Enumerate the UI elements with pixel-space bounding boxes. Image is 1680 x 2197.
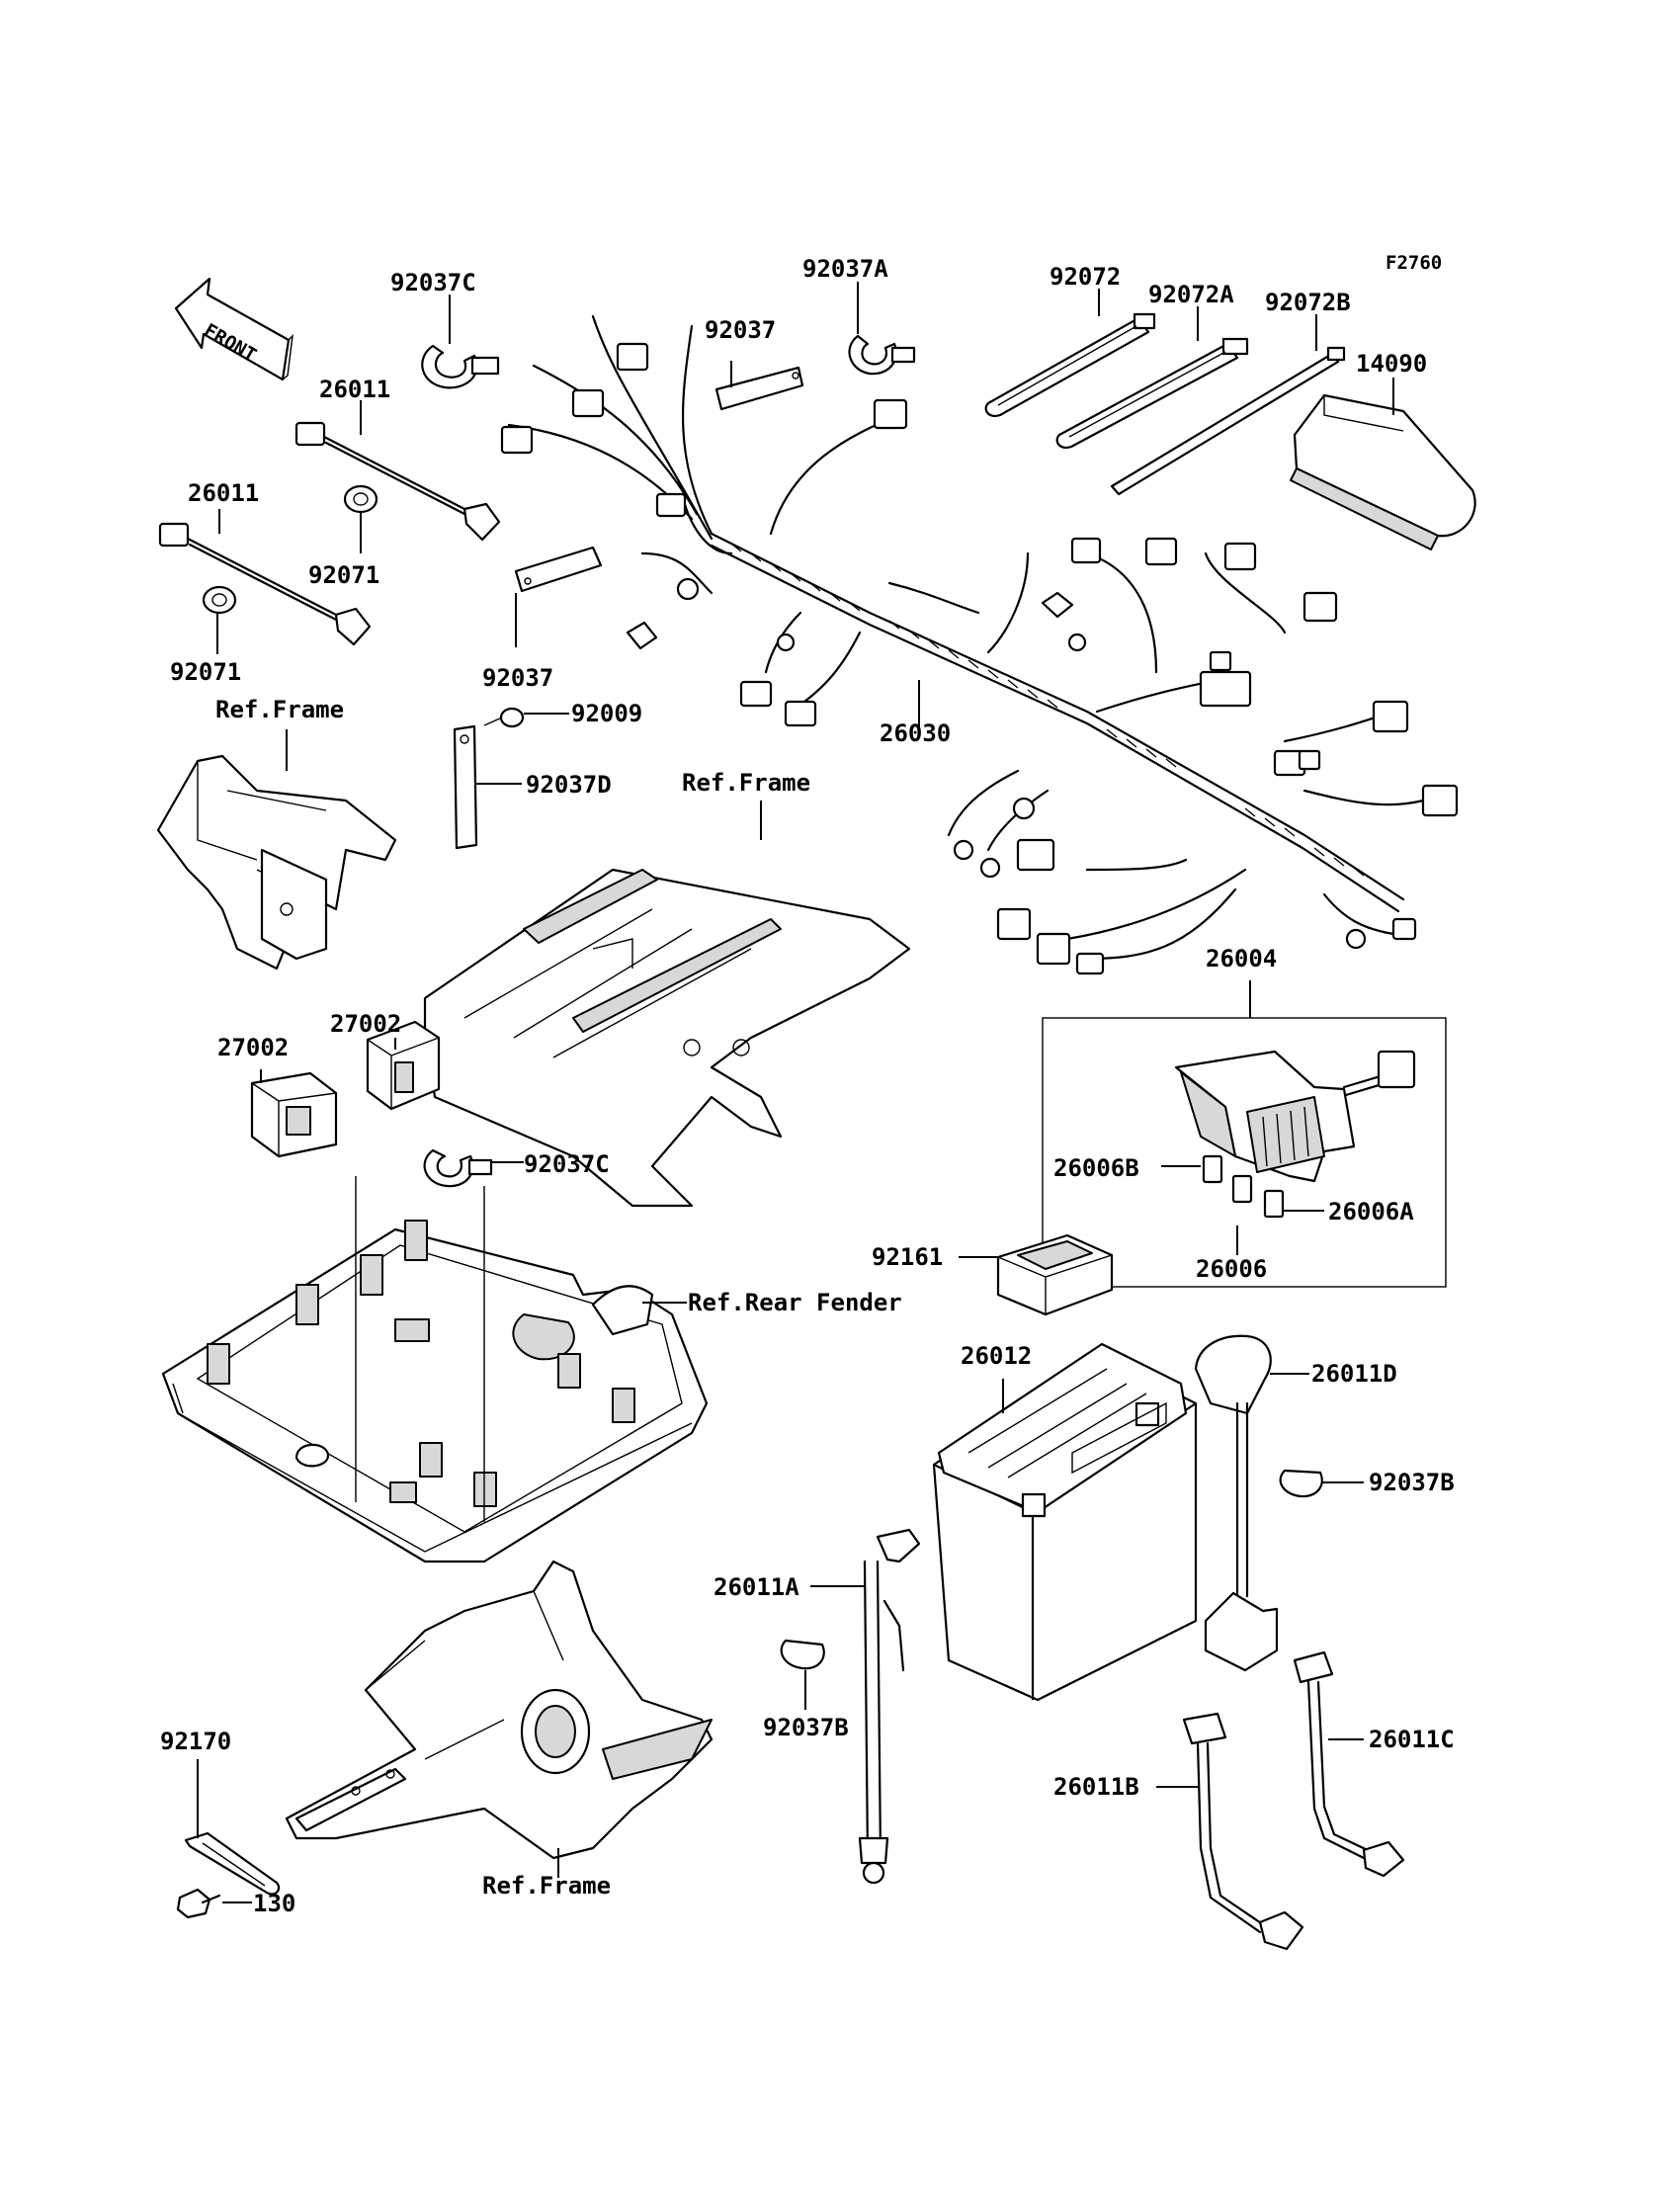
grommet-92071-lower <box>202 585 237 615</box>
front-arrow-icon: FRONT <box>174 277 294 381</box>
cable-26011C <box>1293 1650 1405 1878</box>
frame-left-bracket <box>156 754 397 971</box>
label-ref-frame-3: Ref.Frame <box>482 1872 611 1900</box>
label-27002-upper: 27002 <box>330 1010 401 1038</box>
relay-27002-lower <box>250 1071 338 1158</box>
label-26030: 26030 <box>880 719 951 747</box>
label-92037-mid: 92037 <box>482 664 553 692</box>
label-92072B: 92072B <box>1265 289 1351 316</box>
bracket-92037-mid <box>514 546 603 593</box>
label-27002-lower: 27002 <box>217 1034 289 1061</box>
label-92071-lower: 92071 <box>170 658 241 686</box>
label-92037D: 92037D <box>526 771 612 799</box>
clamp-92037B-right <box>1279 1469 1323 1498</box>
clamp-92037C-top <box>421 344 500 389</box>
label-92037B-right: 92037B <box>1369 1469 1455 1496</box>
wire-26011-upper <box>294 421 501 542</box>
label-92071-upper: 92071 <box>308 561 379 589</box>
battery-26012 <box>932 1342 1198 1702</box>
label-92037B-left: 92037B <box>763 1714 849 1741</box>
label-92161: 92161 <box>872 1243 943 1271</box>
relay-27002-upper <box>366 1020 441 1111</box>
label-26011A: 26011A <box>714 1573 799 1601</box>
label-26011-upper: 26011 <box>319 376 390 403</box>
clamp-92037C-mid <box>423 1148 493 1188</box>
cable-26011A <box>858 1528 921 1885</box>
screw-92009 <box>483 707 525 728</box>
label-ref-frame-1: Ref.Frame <box>215 696 344 723</box>
leader-lines <box>197 282 1394 1903</box>
label-26006: 26006 <box>1196 1255 1267 1283</box>
label-ref-rear-fender: Ref.Rear Fender <box>688 1289 902 1316</box>
clamp-92037A <box>848 334 916 376</box>
label-92037-top: 92037 <box>705 316 776 344</box>
cable-tie-92072A <box>1055 337 1249 449</box>
label-26006B: 26006B <box>1053 1154 1139 1182</box>
plate-92170 <box>184 1831 281 1896</box>
cable-26011D <box>1194 1334 1279 1672</box>
rear-fender <box>161 1176 709 1563</box>
cable-tie-92072B <box>1110 346 1346 496</box>
fuse-box-group-26004 <box>1042 1017 1447 1288</box>
label-92009: 92009 <box>571 700 642 727</box>
label-92072: 92072 <box>1050 263 1121 291</box>
grommet-92071-upper <box>343 484 378 514</box>
cable-tie-92072 <box>984 312 1156 417</box>
bolt-130 <box>176 1888 221 1919</box>
label-26011B: 26011B <box>1053 1773 1139 1801</box>
label-26011-lower: 26011 <box>188 479 259 507</box>
cover-14090 <box>1290 393 1476 550</box>
label-14090: 14090 <box>1356 350 1427 378</box>
box-92161 <box>996 1233 1114 1316</box>
wire-26011-lower <box>158 522 372 646</box>
frame-center <box>423 868 911 1208</box>
label-ref-frame-2: Ref.Frame <box>682 769 810 797</box>
label-92170: 92170 <box>160 1728 231 1755</box>
cable-26011B <box>1182 1712 1304 1951</box>
label-26004: 26004 <box>1206 945 1277 972</box>
label-26011C: 26011C <box>1369 1726 1455 1753</box>
harness-connectors <box>500 342 1459 975</box>
label-26006A: 26006A <box>1328 1198 1414 1225</box>
label-92037A: 92037A <box>802 255 888 283</box>
clamp-92037B-left <box>780 1639 825 1670</box>
label-92037C-mid: 92037C <box>524 1150 610 1178</box>
label-26012: 26012 <box>961 1342 1032 1370</box>
label-130: 130 <box>253 1890 295 1917</box>
bracket-92037-top <box>714 366 804 411</box>
label-92037C-top: 92037C <box>390 269 476 296</box>
label-92072A: 92072A <box>1148 281 1234 308</box>
bracket-92037D <box>453 724 478 850</box>
frame-lower <box>285 1560 714 1860</box>
figure-code: F2760 <box>1386 252 1442 274</box>
label-26011D: 26011D <box>1311 1360 1397 1388</box>
